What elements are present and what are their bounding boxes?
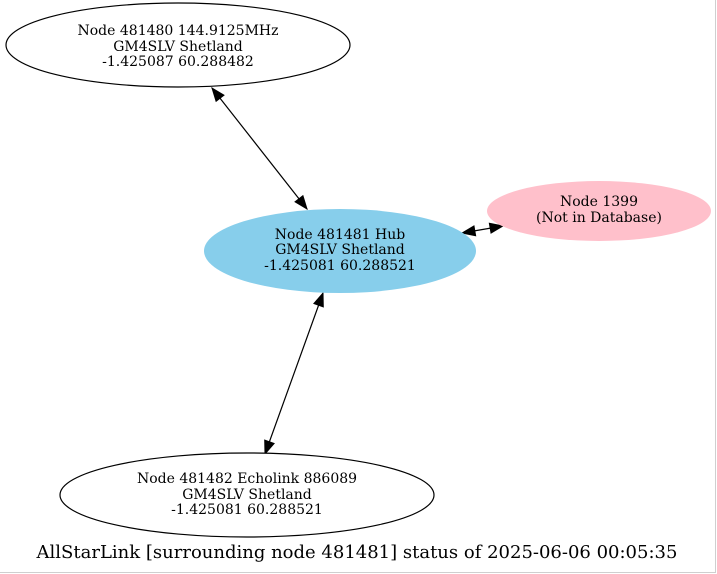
node-1399-label-line1: Node 1399 (560, 194, 638, 210)
node-481481-label-line1: Node 481481 Hub (275, 227, 405, 243)
edge-481481-481480-line (211, 87, 308, 210)
node-481480[interactable]: Node 481480 144.9125MHz GM4SLV Shetland … (5, 2, 351, 88)
node-481480-shape (5, 2, 351, 88)
node-481482-shape (59, 452, 435, 538)
edge-481481-481482-arrowhead-start (313, 291, 324, 308)
node-481482-label-line1: Node 481482 Echolink 886089 (137, 471, 357, 487)
node-481481-label-line2: GM4SLV Shetland (275, 242, 405, 258)
node-481482-label-line2: GM4SLV Shetland (182, 487, 312, 503)
node-1399[interactable]: Node 1399 (Not in Database) (487, 181, 711, 241)
edges-layer (211, 86, 505, 456)
node-481480-label-line3: -1.425087 60.288482 (102, 54, 254, 70)
node-1399-label-line2: (Not in Database) (536, 210, 662, 226)
edge-481481-1399-arrowhead-start (460, 225, 477, 237)
node-481481-shape (204, 209, 476, 293)
edge-481481-481480-arrowhead-start (294, 194, 308, 211)
node-481480-label-line2: GM4SLV Shetland (113, 39, 243, 55)
node-481482-label-line3: -1.425081 60.288521 (171, 502, 323, 518)
edge-481481-481482-arrowhead-end (264, 439, 275, 456)
edge-481481-1399-arrowhead-end (488, 222, 505, 234)
diagram-caption: AllStarLink [surrounding node 481481] st… (36, 542, 678, 563)
node-481481[interactable]: Node 481481 Hub GM4SLV Shetland -1.42508… (204, 209, 476, 293)
node-481481-label-line3: -1.425081 60.288521 (264, 258, 416, 274)
node-481482[interactable]: Node 481482 Echolink 886089 GM4SLV Shetl… (59, 452, 435, 538)
node-481480-label-line1: Node 481480 144.9125MHz (78, 23, 279, 39)
edge-481481-481482-line (264, 292, 324, 455)
node-1399-shape (487, 181, 711, 241)
edge-481481-481480-arrowhead-end (211, 86, 225, 103)
